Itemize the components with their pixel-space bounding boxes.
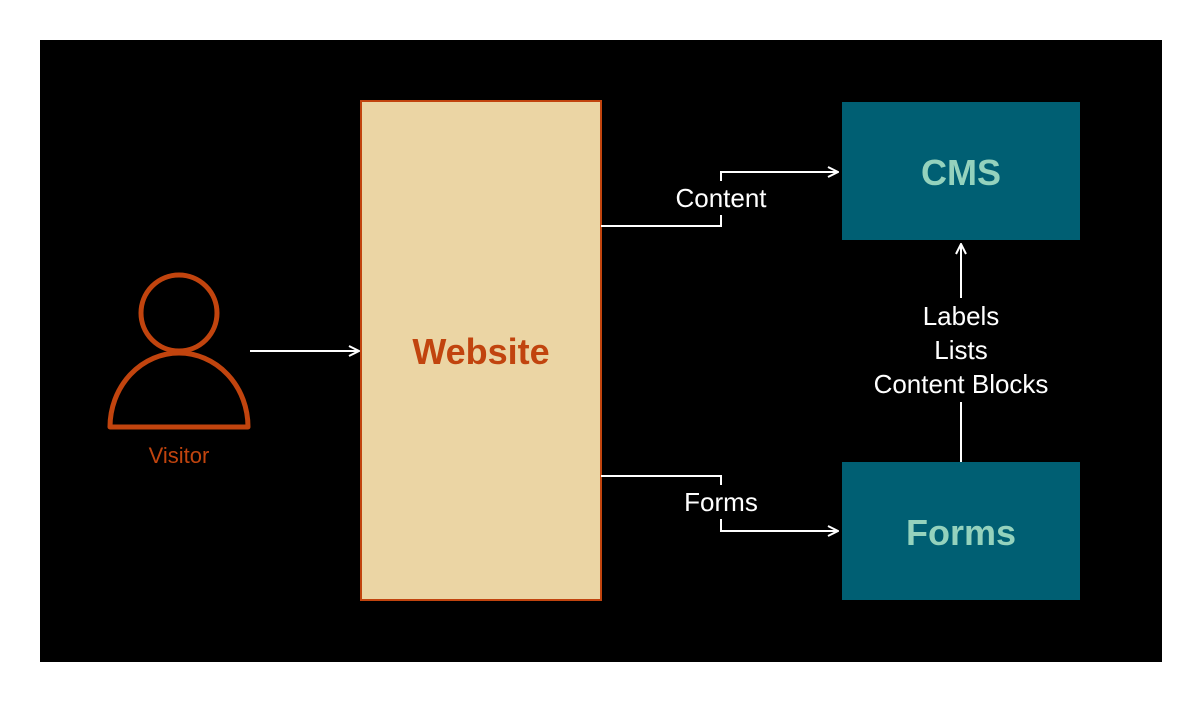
forms-to-cms-label-2: Lists <box>934 335 987 365</box>
website-box[interactable] <box>360 100 602 601</box>
forms-box[interactable] <box>842 462 1080 600</box>
visitor-label: Visitor <box>149 443 210 468</box>
forms-to-cms-label-1: Labels <box>923 301 1000 331</box>
cms-label: CMS <box>921 152 1001 193</box>
forms-to-cms-label-bg <box>856 298 1066 402</box>
forms-to-cms-label-3: Content Blocks <box>874 369 1049 399</box>
forms-label: Forms <box>906 512 1016 553</box>
forms-edge-label: Forms <box>684 487 758 517</box>
website-label: Website <box>412 331 549 372</box>
person-icon <box>107 272 251 430</box>
cms-box[interactable] <box>842 102 1080 240</box>
content-label-bg <box>664 181 778 215</box>
content-edge-label: Content <box>675 183 767 213</box>
forms-edge-label-bg <box>676 485 766 519</box>
